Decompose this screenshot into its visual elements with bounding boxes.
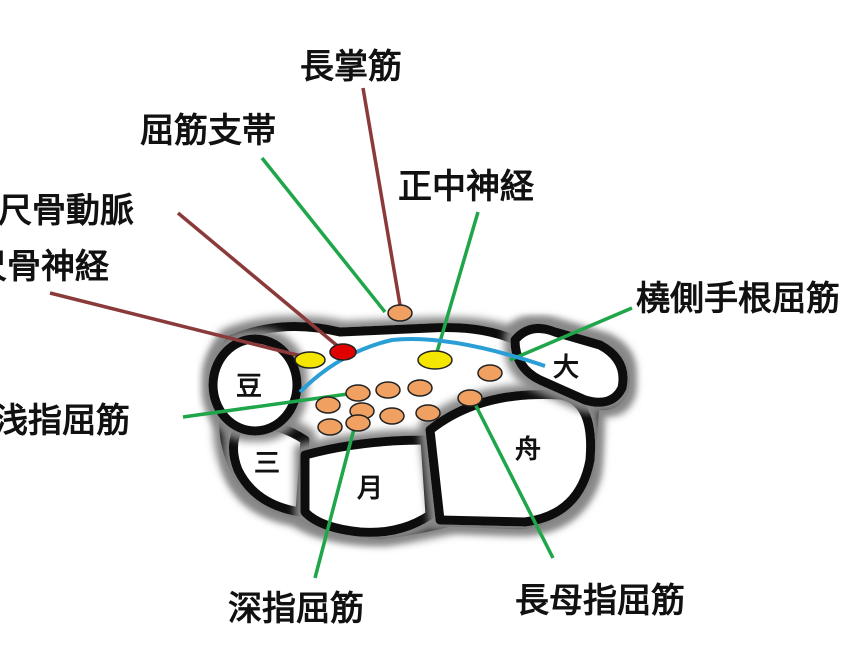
pisiform-bone xyxy=(208,334,302,436)
label-median-nerve: 正中神経 xyxy=(398,167,535,207)
label-ulnar-nerve: 尺骨神経 xyxy=(0,247,110,287)
label-fds: 浅指屈筋 xyxy=(0,401,130,441)
trapezium-label: 大 xyxy=(553,353,579,383)
label-fpl: 長母指屈筋 xyxy=(515,581,685,621)
fpl-tendon xyxy=(457,389,483,407)
pisiform-label: 豆 xyxy=(236,372,262,402)
fdp-tendon xyxy=(345,414,371,432)
flexor-retinaculum-line xyxy=(298,337,546,394)
leader-ulnar-artery xyxy=(176,211,342,350)
leader-palmaris-longus xyxy=(361,87,402,306)
median-nerve xyxy=(417,350,453,370)
leader-median-nerve xyxy=(435,211,480,353)
lunate-label: 月 xyxy=(356,474,383,504)
fds-tendon xyxy=(345,384,371,402)
ulnar-artery xyxy=(329,343,357,361)
fcr-tendon xyxy=(477,364,503,382)
label-palmaris-longus: 長掌筋 xyxy=(300,47,402,87)
label-ulnar-artery: 尺骨動脈 xyxy=(0,191,134,231)
leader-flexor-retinaculum xyxy=(260,156,387,314)
fdp-tendon xyxy=(317,418,343,436)
fds-tendon xyxy=(407,379,433,397)
leader-fcr xyxy=(509,306,633,362)
label-fdp: 深指屈筋 xyxy=(228,589,364,629)
label-flexor-retinaculum: 屈筋支帯 xyxy=(140,111,276,151)
fds-tendon xyxy=(375,381,401,399)
fds-tendon xyxy=(315,396,341,414)
fdp-tendon xyxy=(379,407,405,425)
scaphoid-label: 舟 xyxy=(515,435,541,465)
label-fcr: 橈側手根屈筋 xyxy=(636,279,840,319)
leader-ulnar-nerve xyxy=(49,291,306,359)
leader-fdp xyxy=(313,424,357,579)
leader-fpl xyxy=(471,399,555,559)
scaphoid-bone xyxy=(425,389,596,527)
triquetrum-label: 三 xyxy=(254,449,280,479)
ulnar-nerve xyxy=(294,351,326,369)
fdp-tendon xyxy=(415,404,441,422)
palmaris-longus-tendon xyxy=(387,304,413,322)
